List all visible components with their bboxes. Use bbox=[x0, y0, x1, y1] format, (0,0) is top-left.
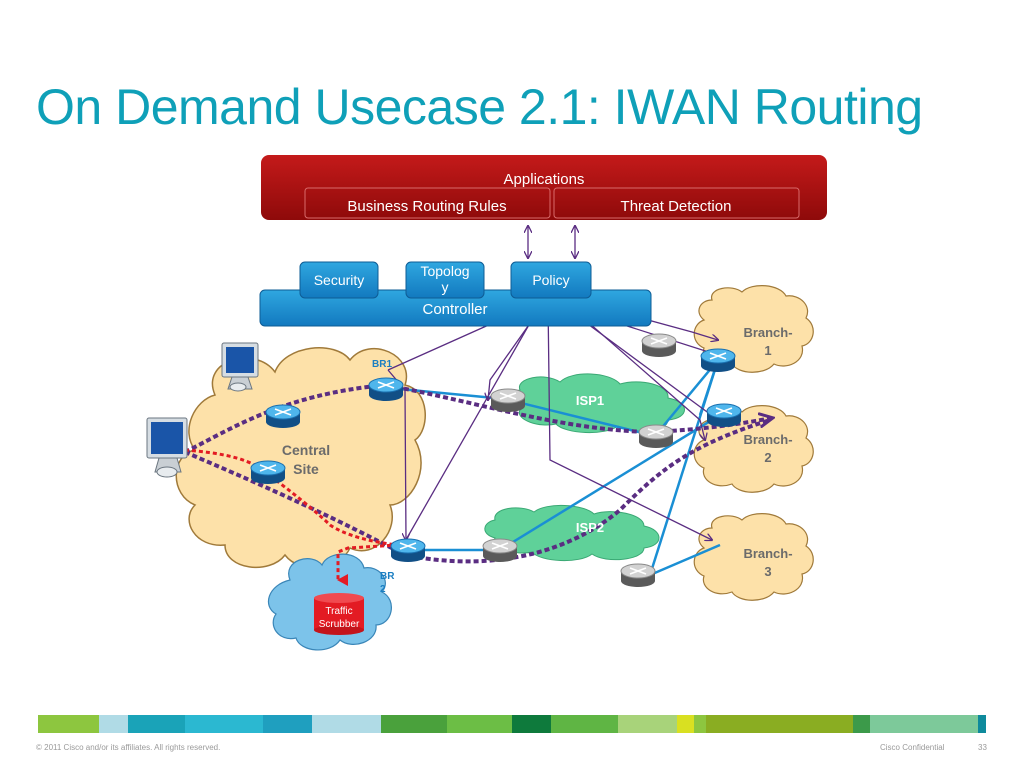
router-icon bbox=[490, 388, 526, 412]
router-icon bbox=[250, 460, 286, 484]
workstation-icon bbox=[221, 342, 259, 392]
topology-module bbox=[405, 261, 485, 299]
footer-color-segment bbox=[312, 715, 381, 733]
isp2-label: ISP2 bbox=[576, 520, 604, 535]
policy-label: Policy bbox=[532, 272, 569, 288]
security-module bbox=[299, 261, 379, 299]
topology-label-line2: y bbox=[442, 279, 449, 295]
branch3-label-line1: Branch- bbox=[743, 546, 792, 561]
footer-color-segment bbox=[184, 715, 264, 733]
footer-color-segment bbox=[38, 715, 99, 733]
policy-module bbox=[510, 261, 592, 299]
router-icon bbox=[638, 424, 674, 448]
footer-color-segment bbox=[694, 715, 706, 733]
isp1-label: ISP1 bbox=[576, 393, 604, 408]
controller-panel: Controller Security Topolog y Policy bbox=[259, 261, 652, 327]
footer-color-bar bbox=[38, 715, 986, 733]
topology-label-line1: Topolog bbox=[420, 263, 469, 279]
branch1-label-line1: Branch- bbox=[743, 325, 792, 340]
controller-label: Controller bbox=[422, 301, 487, 318]
central-site-cloud bbox=[175, 347, 426, 569]
footer-color-segment bbox=[676, 715, 695, 733]
router-icon bbox=[265, 404, 301, 428]
router-icon bbox=[368, 377, 404, 401]
applications-panel: Applications Business Routing Rules Thre… bbox=[261, 155, 827, 220]
copyright-text: © 2011 Cisco and/or its affiliates. All … bbox=[36, 743, 221, 752]
router-icon bbox=[620, 563, 656, 587]
footer-color-segment bbox=[870, 715, 979, 733]
br2-label-line1: BR bbox=[380, 571, 395, 582]
branch3-label-line2: 3 bbox=[764, 564, 771, 579]
routers bbox=[250, 333, 742, 587]
footer-color-segment bbox=[98, 715, 129, 733]
router-icon bbox=[700, 348, 736, 372]
footer-color-segment bbox=[617, 715, 677, 733]
router-icon bbox=[390, 538, 426, 562]
security-label: Security bbox=[314, 272, 365, 288]
applications-label: Applications bbox=[504, 171, 585, 188]
scrubber-traffic-path bbox=[184, 448, 399, 586]
branch2-label-line2: 2 bbox=[764, 450, 771, 465]
slide-title: On Demand Usecase 2.1: IWAN Routing bbox=[36, 79, 923, 135]
footer-color-segment bbox=[447, 715, 512, 733]
page-number: 33 bbox=[978, 743, 987, 752]
footer-color-segment bbox=[978, 715, 986, 733]
confidential-text: Cisco Confidential bbox=[880, 743, 945, 752]
router-icon bbox=[482, 538, 518, 562]
router-icon bbox=[706, 403, 742, 427]
br2-label-line2: 2 bbox=[380, 584, 386, 595]
footer-color-segment bbox=[551, 715, 618, 733]
workstation-icon bbox=[146, 417, 188, 478]
scrubber-label-line2: Scrubber bbox=[319, 619, 360, 630]
router-icon bbox=[641, 333, 677, 357]
footer-color-segment bbox=[263, 715, 313, 733]
central-site-label-line1: Central bbox=[282, 442, 330, 458]
branch2-label-line1: Branch- bbox=[743, 432, 792, 447]
business-routing-rules-label: Business Routing Rules bbox=[347, 198, 506, 215]
footer-color-segment bbox=[511, 715, 552, 733]
traffic-scrubber-icon: Traffic Scrubber bbox=[314, 593, 364, 635]
footer-color-segment bbox=[380, 715, 448, 733]
footer-color-segment bbox=[852, 715, 871, 733]
footer-color-segment bbox=[705, 715, 853, 733]
central-site-label-line2: Site bbox=[293, 461, 319, 477]
branch1-label-line2: 1 bbox=[764, 343, 771, 358]
scrubber-label-line1: Traffic bbox=[325, 606, 352, 617]
footer-color-segment bbox=[128, 715, 185, 733]
branch3-cloud bbox=[693, 513, 814, 601]
threat-detection-label: Threat Detection bbox=[621, 198, 732, 215]
br1-label: BR1 bbox=[372, 359, 392, 370]
